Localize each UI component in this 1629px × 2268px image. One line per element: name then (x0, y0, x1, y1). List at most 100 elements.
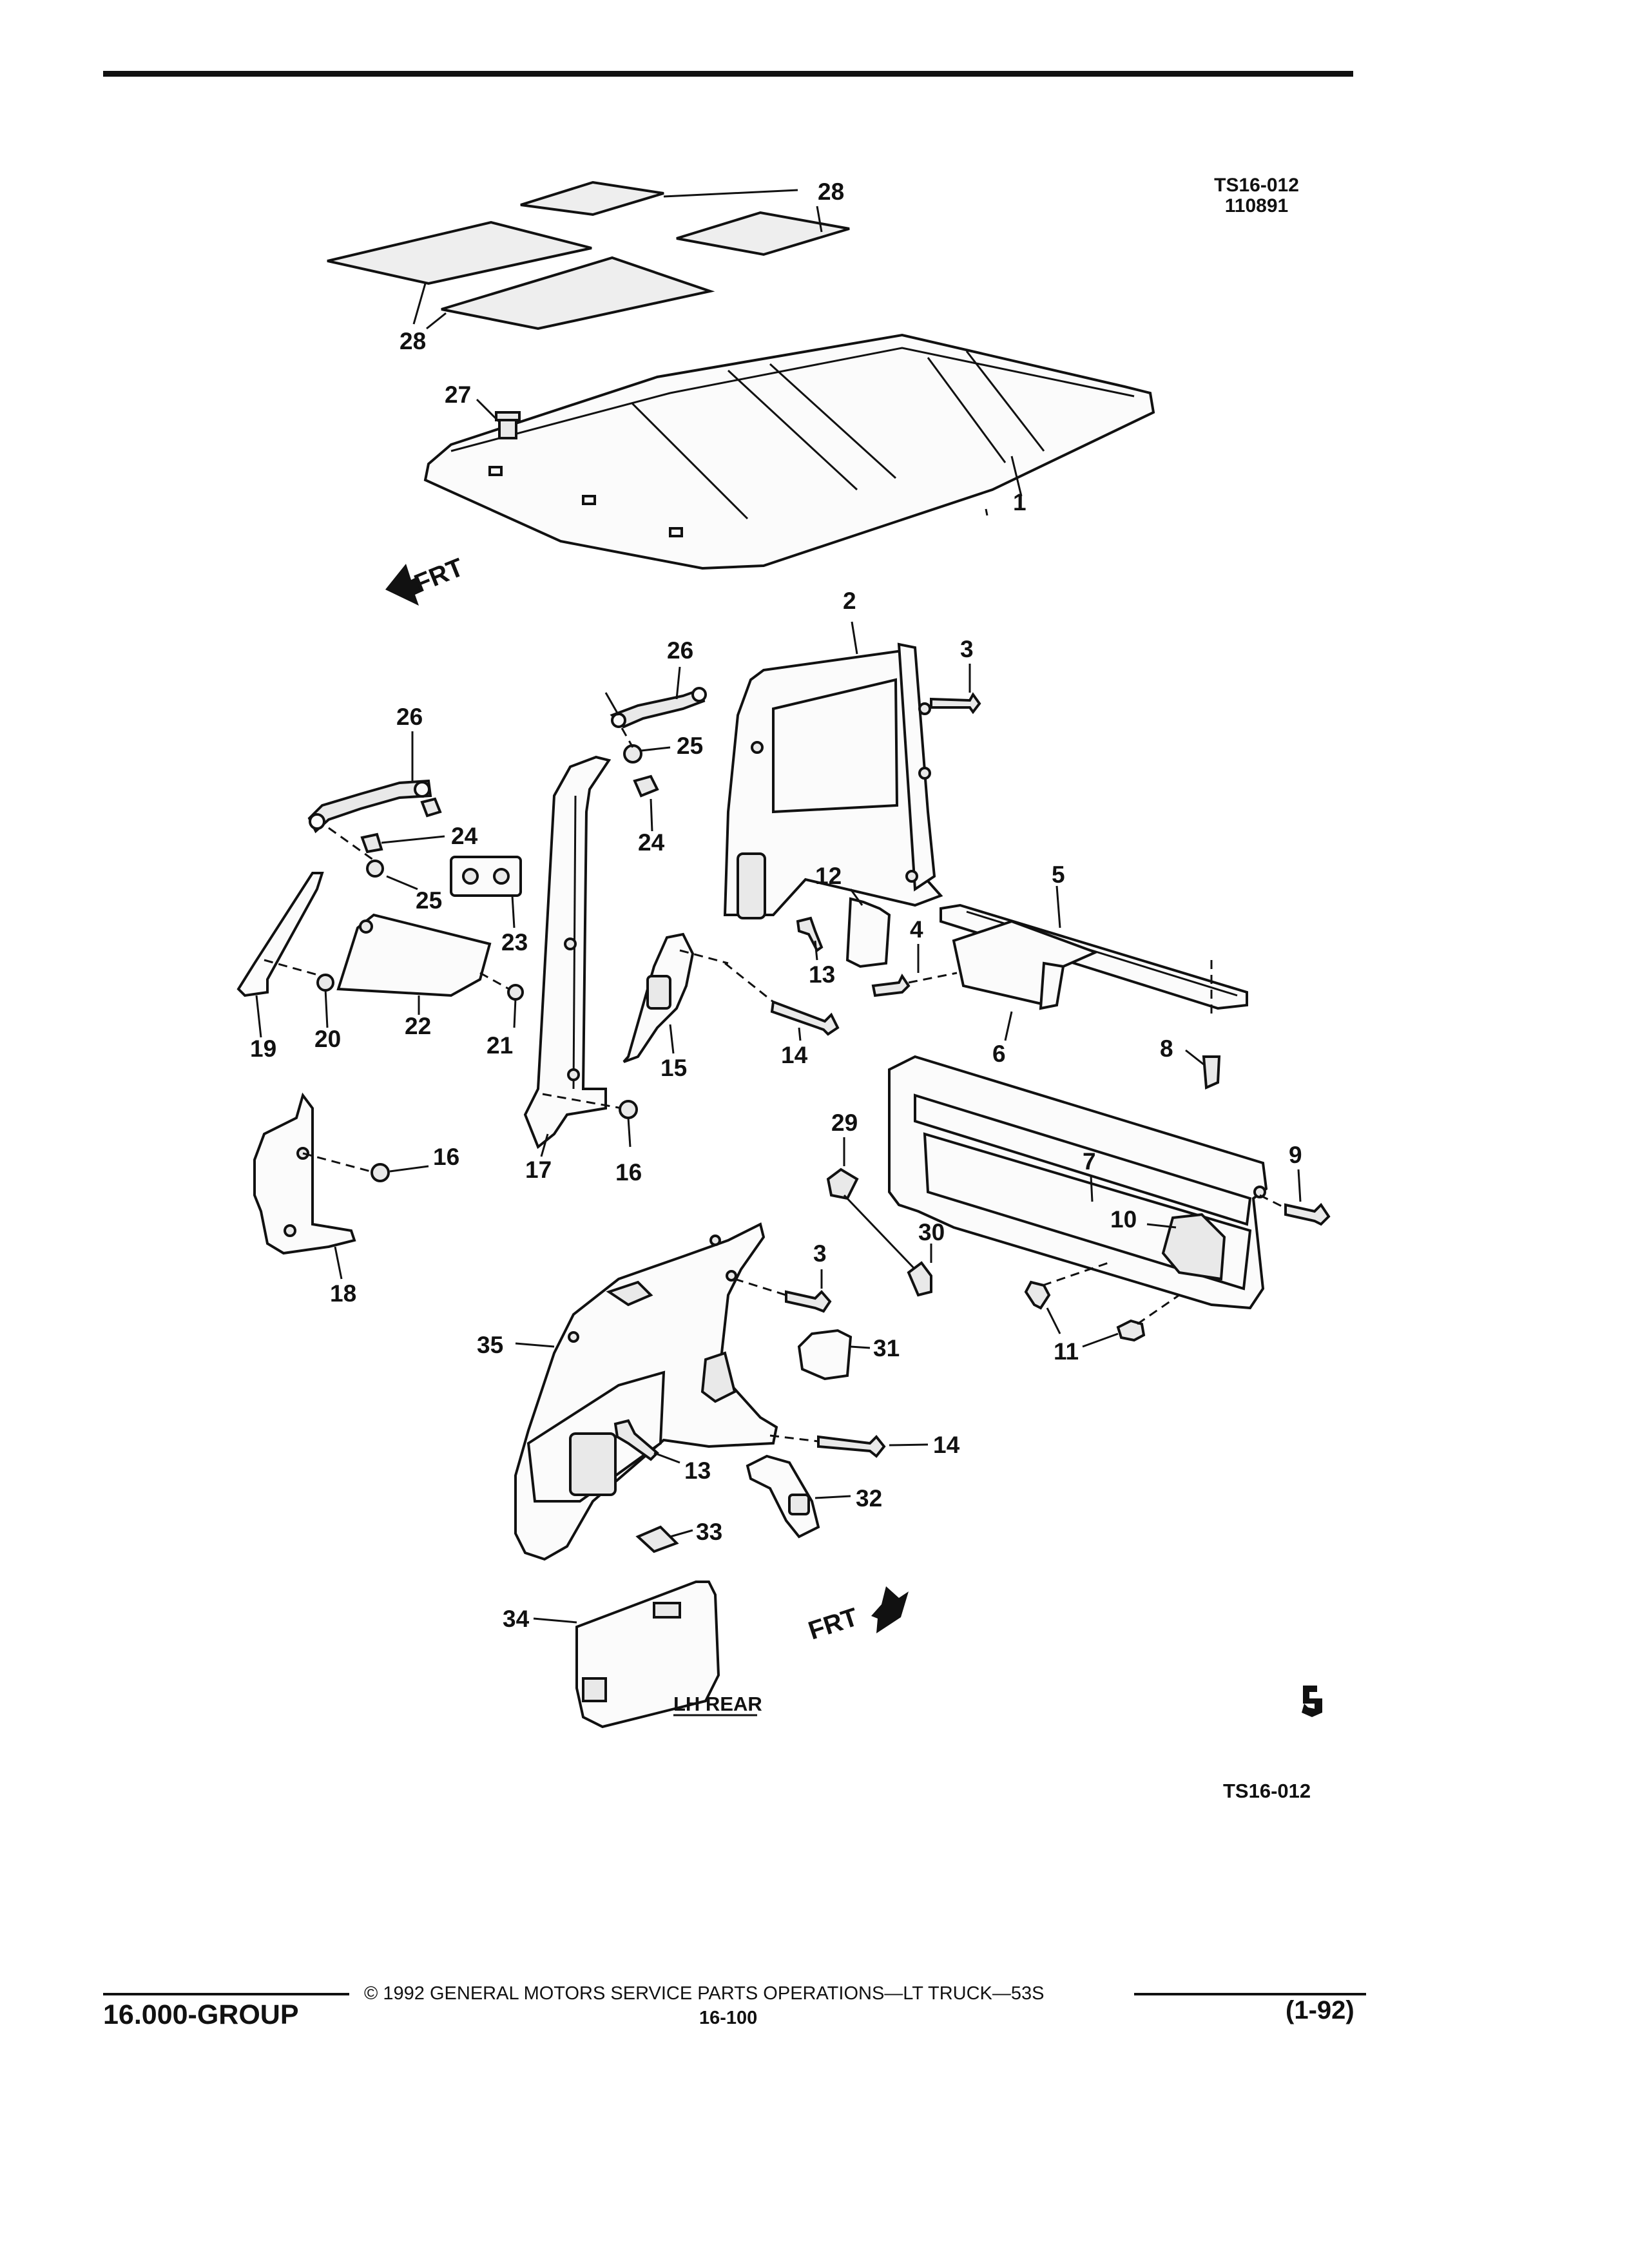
callout-3: 3 (813, 1240, 827, 1267)
screw-13-lower (613, 1419, 659, 1461)
callout-27: 27 (445, 381, 471, 408)
figure-code: TS16-012 (1223, 1780, 1311, 1802)
callout-28: 28 (400, 328, 426, 354)
screw-25-center (623, 744, 671, 764)
callout-28: 28 (818, 178, 844, 205)
callout-11: 11 (1054, 1338, 1079, 1365)
screw-30 (907, 1261, 932, 1297)
cover-12 (845, 897, 891, 968)
visor-bracket-23 (450, 856, 522, 897)
clip-33 (635, 1525, 679, 1553)
nut-24-center (633, 774, 659, 798)
callout-24: 24 (451, 823, 478, 849)
callout-32: 32 (856, 1485, 882, 1512)
callout-26: 26 (396, 704, 423, 730)
screw-3-upper (930, 692, 981, 715)
pillar-trim-17 (523, 755, 612, 1149)
callout-17: 17 (525, 1157, 552, 1183)
headliner-clip (495, 411, 521, 439)
callout-1: 1 (1013, 489, 1027, 515)
insulation-pads (327, 180, 850, 331)
callout-18: 18 (330, 1280, 356, 1307)
kick-panel-18 (253, 1092, 356, 1255)
insulation-pad (676, 211, 850, 256)
trim-piece-15 (622, 932, 695, 1063)
screw-9 (1284, 1202, 1331, 1226)
insulation-pad (327, 220, 592, 285)
logo-mark (1302, 1686, 1322, 1717)
front-label-lower: FRT (805, 1603, 862, 1646)
figure-reference-date: 110891 (1224, 195, 1289, 216)
callout-7: 7 (1083, 1148, 1096, 1175)
screw-16-left (371, 1163, 429, 1182)
footer-copyright: © 1992 GENERAL MOTORS SERVICE PARTS OPER… (364, 1983, 1045, 2004)
callout-30: 30 (918, 1219, 945, 1245)
clip-29 (826, 1168, 859, 1200)
callout-3: 3 (960, 636, 974, 662)
storage-door-34 (575, 1581, 720, 1729)
callout-33: 33 (696, 1519, 722, 1545)
screw-16-center (619, 1100, 638, 1148)
view-label: LH REAR (673, 1693, 762, 1715)
callout-25: 25 (677, 733, 703, 759)
footer-rule-left (103, 1993, 349, 1995)
callout-25: 25 (416, 887, 442, 914)
callout-6: 6 (992, 1041, 1006, 1067)
callout-13: 13 (684, 1457, 711, 1484)
callout-15: 15 (660, 1055, 687, 1081)
callout-5: 5 (1052, 861, 1065, 888)
quarter-trim-upper-2 (723, 642, 943, 919)
assist-handle-left (307, 779, 432, 834)
callout-8: 8 (1160, 1035, 1173, 1062)
trim-piece-32 (746, 1454, 820, 1539)
footer-group: 16.000-GROUP (103, 1999, 299, 2030)
quarter-trim-lower-35 (514, 1222, 778, 1561)
callout-16: 16 (433, 1144, 459, 1170)
footer-rule-right (1134, 1993, 1366, 1995)
assist-handle-center (610, 687, 707, 729)
front-label-upper: FRT (410, 553, 468, 598)
callout-34: 34 (503, 1606, 530, 1632)
figure-reference-code: TS16-012 (1214, 175, 1299, 196)
callout-21: 21 (487, 1032, 513, 1059)
side-trim-panel-7 (888, 1055, 1268, 1310)
screw-8 (1202, 1055, 1221, 1090)
storage-bin-6 (952, 919, 1099, 1010)
sunshade-22 (336, 913, 492, 997)
callout-12: 12 (815, 863, 842, 889)
callout-16: 16 (615, 1159, 642, 1186)
screws-11 (1024, 1280, 1146, 1342)
screw-13-upper (796, 916, 824, 952)
callout-14: 14 (933, 1432, 960, 1458)
callout-26: 26 (667, 637, 693, 664)
front-direction-arrow-lower (871, 1586, 909, 1633)
footer-page-number: 16-100 (699, 2008, 758, 2028)
footer-revision: (1-92) (1286, 1996, 1354, 2024)
callout-29: 29 (831, 1110, 858, 1136)
nut-24-left (360, 797, 442, 854)
callout-14: 14 (781, 1042, 808, 1068)
insulation-pad (441, 256, 715, 331)
screw-3-lower (785, 1290, 832, 1313)
callout-19: 19 (250, 1035, 276, 1062)
screw-4 (871, 974, 911, 997)
cover-31 (797, 1329, 853, 1381)
callout-35: 35 (477, 1332, 503, 1358)
screw-25-left (366, 860, 418, 890)
callout-31: 31 (873, 1335, 900, 1361)
front-direction-arrow-upper (385, 564, 422, 606)
pillar-molding-19 (236, 872, 324, 997)
bolt-14-upper (770, 1000, 840, 1036)
callout-23: 23 (501, 929, 528, 956)
callout-13: 13 (809, 961, 835, 988)
insulation-pad (520, 180, 664, 216)
front-arrow-icon (385, 564, 422, 606)
callout-9: 9 (1289, 1142, 1302, 1168)
headliner-panel (423, 333, 1155, 570)
screw-21 (507, 984, 524, 1028)
callout-4: 4 (910, 916, 923, 943)
callout-2: 2 (843, 588, 856, 614)
top-rule (103, 71, 1353, 77)
bolt-14-lower (817, 1435, 886, 1458)
